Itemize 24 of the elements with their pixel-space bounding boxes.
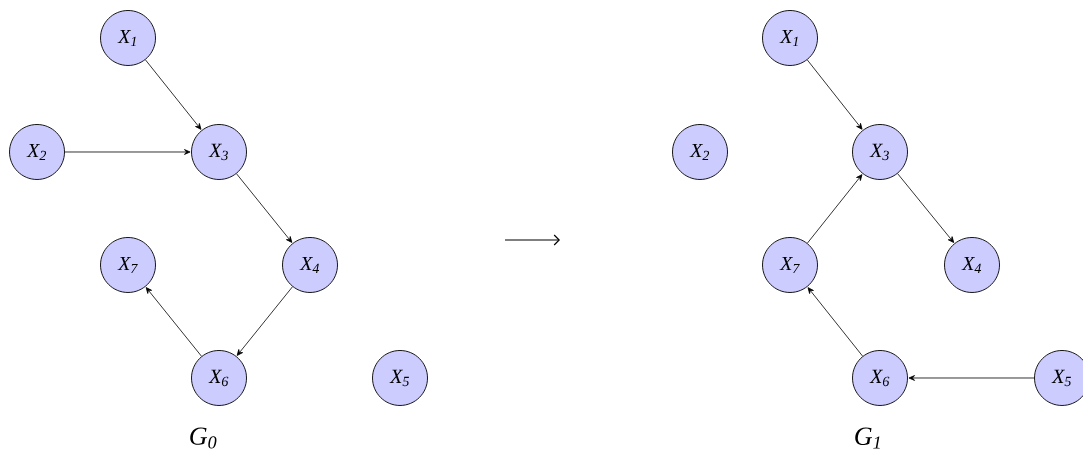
arrow [236, 173, 293, 243]
arrow [807, 287, 863, 357]
arrow [145, 287, 202, 357]
arrow [807, 174, 863, 244]
arrow [806, 59, 863, 130]
graph-node: X$_{2}$ [672, 124, 728, 180]
graph-node: X$_{4}$ [944, 237, 1000, 293]
graph-node: X$_{2}$ [9, 124, 65, 180]
graph-node: X$_{4}$ [282, 237, 338, 293]
graph-node: X$_{1}$ [762, 10, 818, 66]
graph-node: X$_{6}$ [852, 350, 908, 406]
graph-node: X$_{3}$ [191, 124, 247, 180]
arrow [908, 375, 1035, 381]
graph-node: X$_{7}$ [100, 237, 156, 293]
arrow [897, 173, 955, 243]
graph-node: X$_{5}$ [372, 350, 428, 406]
graph-node: X$_{5}$ [1034, 350, 1083, 406]
arrow [145, 59, 202, 130]
graph-node: X$_{6}$ [191, 350, 247, 406]
graph-node: X$_{3}$ [852, 124, 908, 180]
graph-node: X$_{1}$ [100, 10, 156, 66]
arrow [64, 149, 191, 155]
graph-node: X$_{7}$ [762, 237, 818, 293]
arrow [236, 286, 293, 356]
